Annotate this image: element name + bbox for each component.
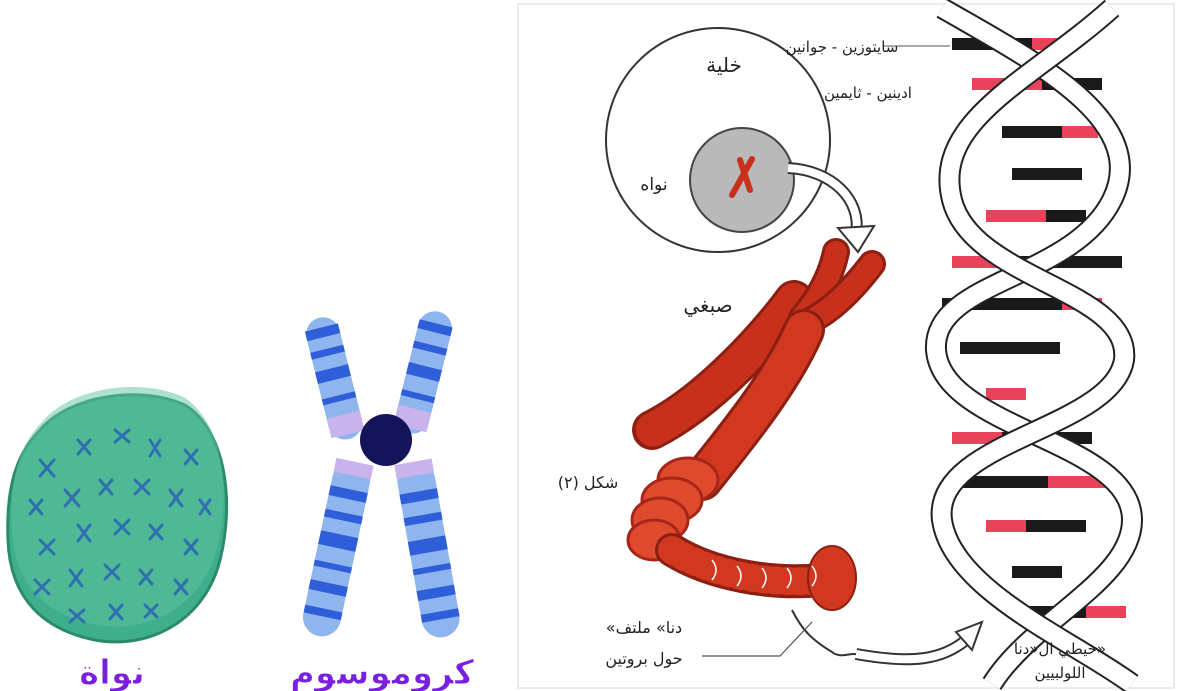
nucleus-caption: نواة — [79, 653, 145, 691]
centromere — [360, 414, 412, 466]
chromosome-illustration — [299, 308, 462, 641]
left-illustration-svg: نواة كروموسوم — [0, 0, 512, 691]
nucleus-illustration — [8, 387, 227, 642]
cell-label: خلية — [706, 53, 742, 77]
cytosine-guanine-label: سايتوزين - جوانين — [786, 38, 899, 56]
nucleus-label: نواه — [640, 175, 667, 195]
left-illustration-panel: نواة كروموسوم — [0, 0, 512, 691]
chromosome-caption: كروموسوم — [290, 653, 474, 691]
coiled-dna-label-1: «دنا» ملتف — [606, 618, 682, 637]
adenine-thymine-label: ادينين - ثايمين — [824, 84, 912, 102]
coiled-dna-label-2: حول بروتين — [605, 649, 682, 669]
figure-label: شكل (٢) — [558, 473, 619, 492]
helix-label-2: اللولبيين — [1034, 664, 1085, 682]
dna-diagram-svg: خلية نواه — [512, 0, 1178, 691]
dna-diagram-panel: خلية نواه — [512, 0, 1178, 691]
helix-label-1: خيطي ال«دنا» — [1014, 640, 1106, 659]
chromosome-label: صبغي — [683, 293, 732, 318]
